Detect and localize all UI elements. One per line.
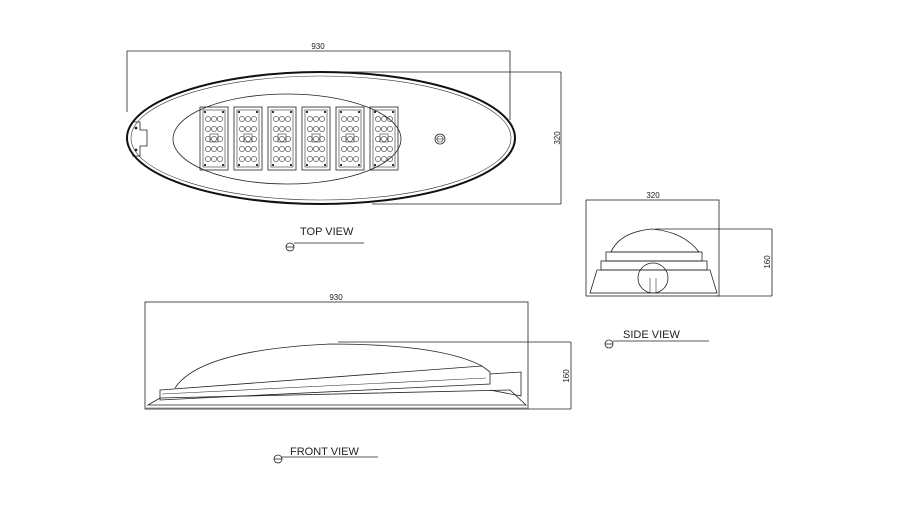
lens-panel bbox=[172, 93, 402, 185]
led-module bbox=[233, 106, 263, 171]
side-view-frame bbox=[585, 199, 720, 297]
side-view-width-dimension: 320 bbox=[646, 191, 660, 200]
front-view-length-label: 930 bbox=[329, 293, 343, 302]
front-view: 930 160 FRONT VIEW bbox=[144, 293, 572, 464]
top-view-length-label: 930 bbox=[311, 42, 325, 51]
top-view-label: TOP VIEW bbox=[300, 226, 354, 238]
top-view-length-dimension: 930 bbox=[126, 42, 511, 120]
led-module bbox=[301, 106, 331, 171]
led-module bbox=[199, 106, 229, 171]
led-module bbox=[335, 106, 365, 171]
top-view-width-dimension: 320 bbox=[320, 71, 562, 205]
side-view-base bbox=[589, 269, 718, 294]
front-view-body bbox=[159, 365, 491, 401]
side-view-middle-step bbox=[600, 260, 708, 271]
front-view-height-dimension: 160 bbox=[338, 341, 572, 410]
led-module bbox=[267, 106, 297, 171]
led-module-group bbox=[199, 106, 399, 171]
front-view-length-dimension: 930 bbox=[329, 293, 343, 302]
front-view-base bbox=[146, 389, 528, 406]
top-view-title: TOP VIEW bbox=[285, 226, 364, 252]
pole-socket bbox=[637, 262, 669, 294]
side-view-label: SIDE VIEW bbox=[623, 329, 680, 341]
side-view-height-label: 160 bbox=[763, 255, 772, 269]
photo-sensor-icon bbox=[434, 133, 446, 145]
side-view-upper-step bbox=[605, 251, 703, 262]
front-view-label: FRONT VIEW bbox=[290, 446, 359, 458]
top-view: 930 320 T bbox=[126, 42, 562, 252]
front-view-pole-arm bbox=[489, 371, 522, 397]
side-view-height-dimension: 160 bbox=[655, 228, 773, 297]
side-view-dome bbox=[610, 228, 700, 253]
front-view-dome bbox=[174, 343, 483, 389]
front-view-height-label: 160 bbox=[562, 369, 571, 383]
top-view-width-label: 320 bbox=[553, 131, 562, 145]
front-view-frame bbox=[144, 301, 529, 410]
side-view-title: SIDE VIEW bbox=[604, 329, 709, 349]
led-module bbox=[369, 106, 399, 171]
housing-inner-outline bbox=[130, 75, 512, 201]
pole-mount bbox=[132, 121, 148, 157]
housing-outline bbox=[126, 71, 516, 205]
front-view-title: FRONT VIEW bbox=[273, 446, 378, 464]
side-view-width-label: 320 bbox=[646, 191, 660, 200]
side-view: 320 160 SIDE VIEW bbox=[585, 191, 773, 349]
